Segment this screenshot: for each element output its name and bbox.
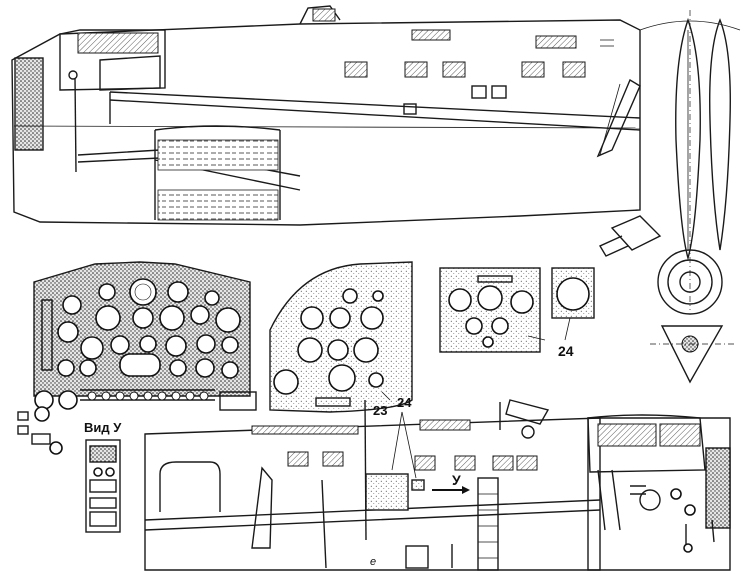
seat-back [14,57,44,151]
windscreen-glass [77,32,159,54]
view-u-title: Вид У [84,420,122,435]
page-mark: e [370,556,377,568]
callout-24-right: 24 [558,343,574,359]
gauges-panel-1 [57,278,241,379]
view-u-device [85,439,121,533]
gauges-panel-2 [273,288,384,395]
callout-24-center: 24 [397,395,412,410]
instrument-panel-side [269,261,413,541]
canopy-window [312,8,336,22]
propeller-drawing [598,10,741,384]
fuselage-lower-cutaway [144,399,601,571]
cockpit-side-detail [587,414,731,571]
instrument-panel-main [17,261,257,455]
fuselage-side-view [11,5,641,226]
view-u-arrow-letter: У [452,472,461,488]
instrument-panel-auxiliary [439,267,595,353]
callout-23: 23 [373,403,388,418]
